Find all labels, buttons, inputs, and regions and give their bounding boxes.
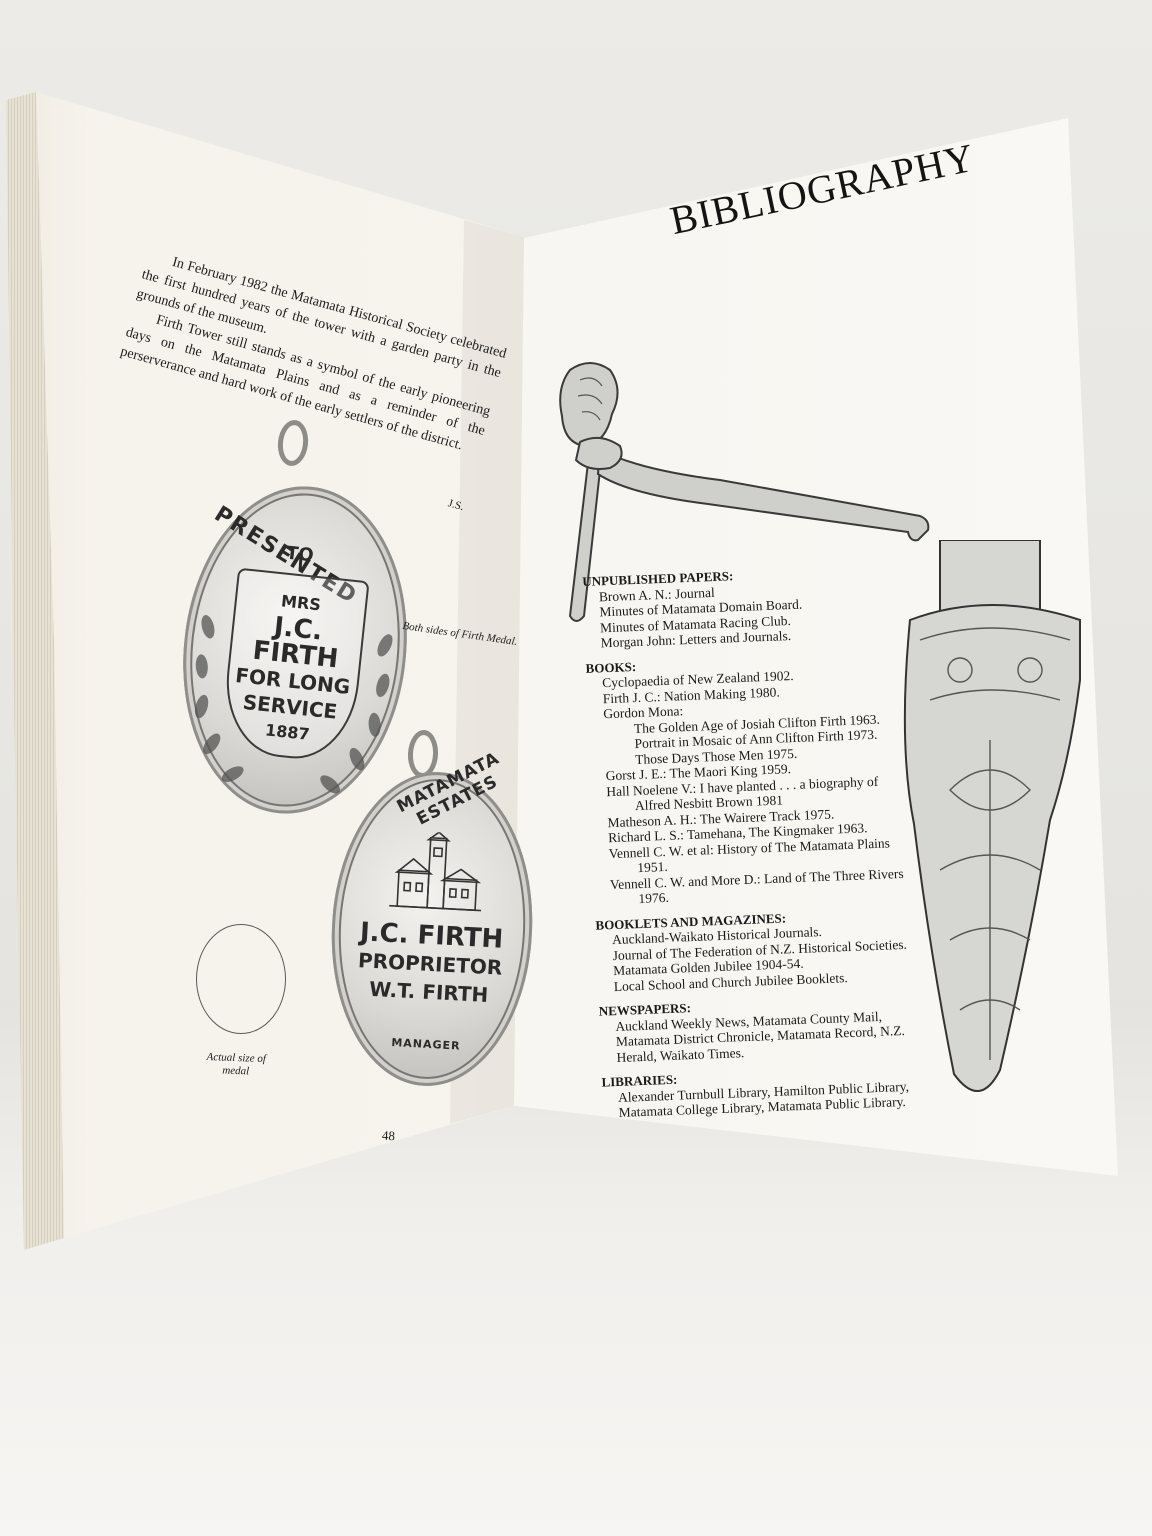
- tower-building-icon: [389, 831, 482, 912]
- adze-illustration: [559, 362, 930, 622]
- section-unpublished-papers: UNPUBLISHED PAPERS: Brown A. N.: Journal…: [582, 561, 925, 651]
- bibliography-list: UNPUBLISHED PAPERS: Brown A. N.: Journal…: [582, 561, 943, 1130]
- page-number: 48: [381, 1127, 396, 1144]
- laurel-wreath-icon: [194, 615, 393, 794]
- medal-back-text: J.C. FIRTH PROPRIETOR W.T. FIRTH: [328, 917, 532, 1011]
- section-libraries: LIBRARIES: Alexander Turnbull Library, H…: [601, 1062, 943, 1122]
- actual-size-caption: Actual size of medal: [206, 1050, 267, 1078]
- section-books: BOOKS: Cyclopaedia of New Zealand 1902. …: [585, 647, 934, 908]
- section-newspapers: NEWSPAPERS: Auckland Weekly News, Matama…: [599, 991, 941, 1066]
- actual-size-outline: [196, 924, 286, 1034]
- section-booklets-magazines: BOOKLETS AND MAGAZINES: Auckland-Waikato…: [595, 904, 938, 994]
- medal-front: PRESENTED TO MRS J.C. FIRTH FOR LONG SER…: [167, 475, 423, 825]
- patu-illustration: [903, 540, 1081, 1092]
- medal-back: MATAMATA ESTATES J.C. FIRTH PROPRIETOR W…: [323, 748, 541, 1092]
